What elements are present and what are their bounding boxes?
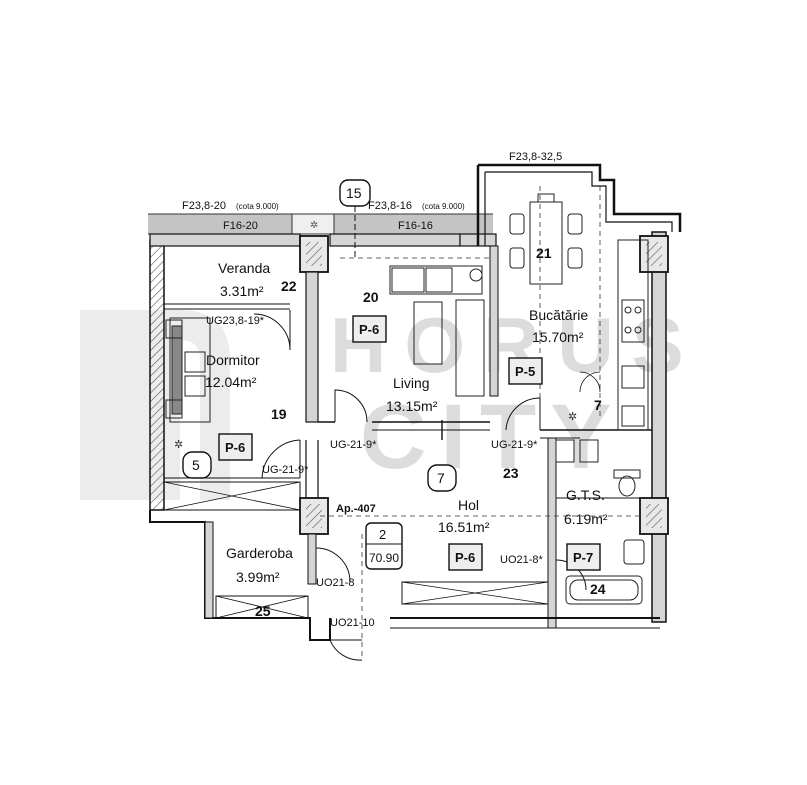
door-ug21-kitchen: UG-21-9* — [491, 439, 538, 451]
door-uo21-8: UO21-8 — [316, 577, 355, 589]
tag-p5: P-5 — [515, 364, 535, 379]
ceiling-vent-icon: ✲ — [568, 411, 577, 423]
door-uo21-8-star: UO21-8* — [500, 554, 544, 566]
room-veranda-name: Veranda — [218, 260, 270, 276]
room-living-num: 20 — [363, 289, 379, 305]
axis-marker-15: 15 — [346, 185, 362, 201]
sofa — [389, 265, 483, 295]
f-kitchen-label: F23,8-32,5 — [509, 151, 562, 163]
room-garderoba-area: 3.99m² — [236, 569, 280, 585]
door-ug21-dorm: UG-21-9* — [262, 464, 309, 476]
dashed-lines — [320, 186, 640, 660]
f-left-label: F23,8-20 — [182, 200, 226, 212]
kitchen-counter — [617, 239, 649, 431]
room-living-area: 13.15m² — [386, 398, 438, 414]
f-left-cota: (cota 9.000) — [236, 202, 279, 211]
header-labels: F23,8-32,5 F23,8-20 (cota 9.000) F23,8-1… — [182, 151, 562, 260]
door-ug23: UG23,8-19* — [206, 315, 265, 327]
room-garderoba-name: Garderoba — [226, 545, 293, 561]
room-veranda-area: 3.31m² — [220, 283, 264, 299]
f16-left-label: F16-20 — [223, 220, 258, 232]
watermark: HORUS CITY — [80, 301, 702, 500]
tags: P-6 P-6 P-6 P-5 P-7 — [218, 315, 601, 571]
door-ug21-living: UG-21-9* — [330, 439, 377, 451]
room-living-name: Living — [393, 375, 430, 391]
tag-p6-living: P-6 — [359, 322, 379, 337]
marker-7-plain: 7 — [594, 397, 602, 413]
room-bucatarie-num: 21 — [536, 245, 552, 261]
watermark-line1: HORUS — [330, 301, 702, 389]
room-dormitor-name: Dormitor — [206, 352, 260, 368]
f-right-cota: (cota 9.000) — [422, 202, 465, 211]
bathtub — [565, 575, 643, 605]
room-hol-num: 23 — [503, 465, 519, 481]
walls — [149, 163, 682, 641]
markers: 5 7 7 ✲ ✲ — [174, 397, 602, 492]
facade-strip — [148, 213, 493, 235]
f-right-label: F23,8-16 — [368, 200, 412, 212]
room-hol-area: 16.51m² — [438, 519, 490, 535]
room-veranda-num: 22 — [281, 278, 297, 294]
room-labels: Veranda 3.31m² 22 Dormitor 12.04m² 19 20… — [205, 245, 608, 619]
f16-right-label: F16-16 — [398, 220, 433, 232]
apartment-area: 70.90 — [369, 551, 399, 565]
tag-p6-hol: P-6 — [455, 550, 475, 565]
tag-p7: P-7 — [573, 550, 593, 565]
apartment-rooms: 2 — [379, 527, 386, 542]
marker-7-circle: 7 — [437, 470, 445, 486]
room-gts-num: 24 — [590, 581, 606, 597]
bed — [169, 317, 211, 423]
doors — [253, 310, 601, 661]
room-dormitor-area: 12.04m² — [205, 374, 257, 390]
apartment-label: Ap.-407 — [336, 503, 376, 515]
room-dormitor-num: 19 — [271, 406, 287, 422]
room-bucatarie-name: Bucătărie — [529, 307, 588, 323]
dining-table — [529, 201, 563, 285]
door-uo21-10: UO21-10 — [330, 617, 375, 629]
watermark-line2: CITY — [360, 386, 626, 488]
room-hol-name: Hol — [458, 497, 479, 513]
tag-p6-dorm: P-6 — [225, 440, 245, 455]
apartment-info: Ap.-407 2 70.90 — [336, 503, 403, 570]
room-garderoba-num: 25 — [255, 603, 271, 619]
marker-5: 5 — [192, 457, 200, 473]
room-gts-name: G.T.S. — [566, 487, 605, 503]
dorm-vent-icon: ✲ — [174, 439, 183, 451]
furniture — [165, 193, 649, 605]
door-codes: UG23,8-19* UG-21-9* UG-21-9* UG-21-9* UO… — [206, 315, 544, 629]
room-gts-area: 6.19m² — [564, 511, 608, 527]
vent-icon: ✲ — [310, 220, 318, 231]
room-bucatarie-area: 15.70m² — [532, 329, 584, 345]
